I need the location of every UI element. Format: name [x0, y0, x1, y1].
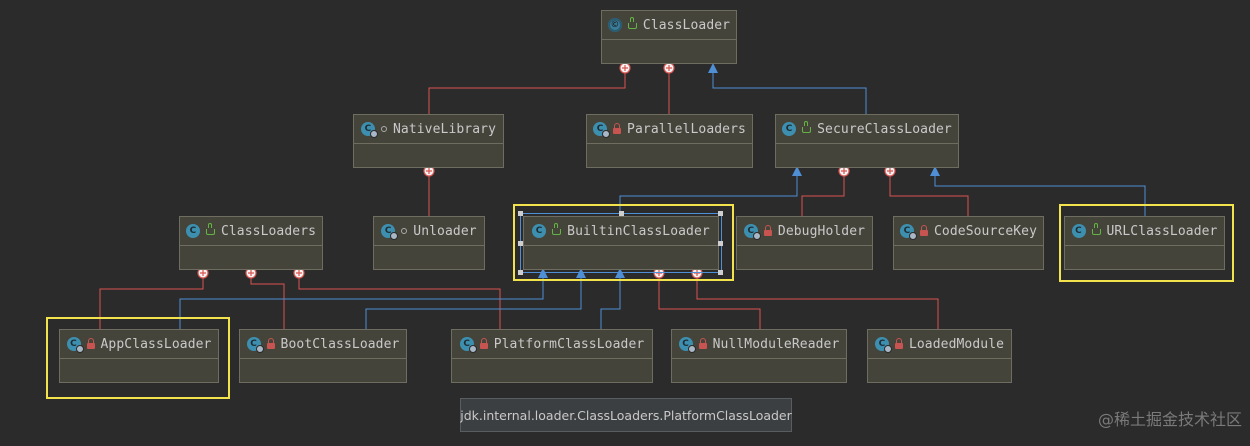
inheritance-edges — [179, 72, 1146, 329]
arrowhead-classloader — [708, 63, 718, 73]
public-modifier-icon — [802, 121, 812, 133]
resize-handle[interactable] — [518, 241, 523, 246]
node-secureclassloader[interactable]: C SecureClassLoader — [775, 114, 959, 168]
node-nullmodulereader[interactable]: C NullModuleReader — [671, 329, 847, 383]
node-label: URLClassLoader — [1106, 223, 1218, 239]
private-modifier-icon — [86, 337, 95, 349]
node-label: ParallelLoaders — [627, 121, 746, 137]
edge-nullmodulereader-to-builtin — [658, 273, 761, 329]
node-parallelloaders[interactable]: C ParallelLoaders — [586, 114, 753, 168]
node-loadedmodule[interactable]: C LoadedModule — [867, 329, 1012, 383]
nested-class-icon: C — [899, 224, 917, 240]
private-modifier-icon — [763, 224, 772, 236]
class-icon: C — [1071, 224, 1086, 238]
abstract-class-icon: © — [607, 18, 622, 32]
resize-handle[interactable] — [518, 270, 523, 275]
node-nativelibrary[interactable]: C NativeLibrary — [353, 114, 504, 168]
node-classloader[interactable]: © ClassLoader — [601, 10, 737, 64]
highlight-builtinclassloader — [513, 204, 734, 281]
nested-class-icon: C — [678, 337, 696, 353]
private-modifier-icon — [894, 337, 903, 349]
node-unloader[interactable]: C Unloader — [373, 216, 485, 270]
class-icon: C — [532, 224, 547, 238]
edge-platformclassloader-extends-builtin — [600, 277, 621, 329]
nested-class-icon: C — [246, 337, 264, 353]
nested-class-icon: C — [593, 122, 611, 138]
edge-platformclassloader-to-classloaders — [298, 273, 501, 329]
private-modifier-icon — [266, 337, 275, 349]
public-modifier-icon — [552, 223, 562, 235]
marker-classloader-a — [619, 62, 631, 74]
private-modifier-icon — [613, 122, 622, 134]
public-modifier-icon — [627, 17, 637, 29]
highlight-urlclassloader — [1059, 204, 1234, 282]
edge-debugholder-to-secureclassloader — [801, 171, 845, 216]
node-appclassloader[interactable]: C AppClassLoader — [59, 329, 219, 383]
resize-handle[interactable] — [718, 211, 723, 216]
resize-handle[interactable] — [619, 211, 624, 216]
private-modifier-icon — [919, 224, 928, 236]
node-label: NativeLibrary — [392, 121, 497, 137]
edge-appclassloader-extends-builtin — [179, 277, 544, 329]
nested-class-icon: C — [459, 337, 477, 353]
class-icon: C — [185, 224, 200, 238]
edge-bootclassloader-to-classloaders — [250, 273, 285, 329]
node-bootclassloader[interactable]: C BootClassLoader — [239, 329, 407, 383]
node-platformclassloader[interactable]: C PlatformClassLoader — [451, 329, 653, 383]
node-label: PlatformClassLoader — [493, 336, 645, 352]
nested-class-icon: C — [381, 224, 399, 240]
package-private-modifier-icon — [380, 126, 387, 132]
node-label: BuiltinClassLoader — [567, 223, 710, 239]
private-modifier-icon — [479, 337, 488, 349]
resize-handle[interactable] — [718, 241, 723, 246]
edge-codesourcekey-to-secureclassloader — [889, 171, 969, 216]
package-private-modifier-icon — [401, 228, 408, 234]
node-label: CodeSourceKey — [933, 223, 1038, 239]
node-label: ClassLoader — [642, 17, 731, 33]
edge-bootclassloader-extends-builtin — [365, 277, 582, 329]
node-urlclassloader[interactable]: C URLClassLoader — [1064, 216, 1225, 270]
node-label: NullModuleReader — [712, 336, 840, 352]
nested-class-icon: C — [360, 122, 378, 138]
class-icon: C — [782, 122, 797, 136]
edge-nativelibrary-to-classloader — [428, 68, 626, 114]
public-modifier-icon — [1091, 223, 1101, 235]
edge-secureclassloader-extends-classloader — [712, 72, 867, 114]
highlight-appclassloader — [46, 317, 230, 399]
node-label: AppClassLoader — [100, 336, 212, 352]
node-label: Unloader — [413, 223, 477, 239]
watermark: @稀土掘金技术社区 — [1097, 410, 1242, 429]
marker-classloader-b — [663, 62, 675, 74]
node-codesourcekey[interactable]: C CodeSourceKey — [893, 216, 1044, 270]
nested-class-icon: C — [66, 337, 84, 353]
hover-tooltip: jdk.internal.loader.ClassLoaders.Platfor… — [460, 398, 792, 432]
public-modifier-icon — [205, 223, 215, 235]
node-label: ClassLoaders — [220, 223, 317, 239]
private-modifier-icon — [698, 337, 707, 349]
node-label: SecureClassLoader — [817, 121, 952, 137]
node-label: BootClassLoader — [280, 336, 400, 352]
node-debugholder[interactable]: C DebugHolder — [736, 216, 873, 270]
inner-class-edges — [99, 68, 969, 329]
node-classloaders[interactable]: C ClassLoaders — [179, 216, 323, 270]
node-label: LoadedModule — [908, 336, 1005, 352]
nested-class-icon: C — [874, 337, 892, 353]
node-label: DebugHolder — [777, 223, 866, 239]
resize-handle[interactable] — [518, 211, 523, 216]
resize-handle[interactable] — [718, 270, 723, 275]
nested-class-icon: C — [743, 224, 761, 240]
node-builtinclassloader[interactable]: C BuiltinClassLoader — [523, 216, 719, 270]
edge-loadedmodule-to-builtin — [696, 273, 939, 329]
